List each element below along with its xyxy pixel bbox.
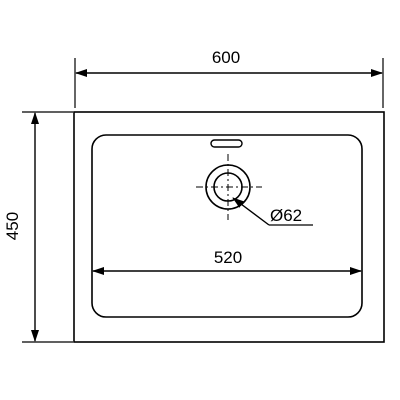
drain-leader-line	[232, 197, 270, 226]
drain-outer-circle	[205, 164, 251, 210]
overall-width-label: 600	[212, 48, 240, 67]
overall-height-label: 450	[3, 212, 22, 240]
bowl-width-dimension: 520	[92, 248, 362, 275]
drain-inner-circle	[213, 172, 243, 202]
overall-width-dimension: 600	[74, 48, 384, 108]
overall-height-dimension: 450	[3, 111, 73, 343]
overflow-slot	[210, 139, 243, 148]
drain-diameter-label: Ø62	[270, 206, 302, 225]
bowl-outline	[91, 134, 363, 318]
sink-outer-outline	[73, 111, 385, 343]
drain	[196, 154, 262, 220]
drain-diameter-dimension: Ø62	[232, 197, 313, 226]
bowl-width-label: 520	[214, 248, 242, 267]
